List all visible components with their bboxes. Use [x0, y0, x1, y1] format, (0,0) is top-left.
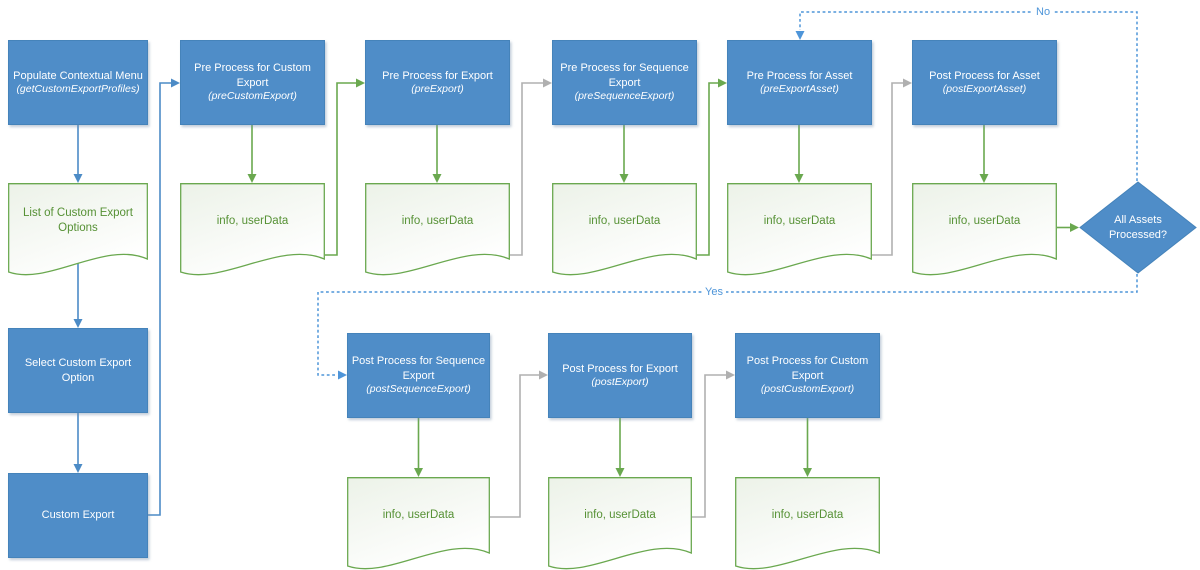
node-post-process-asset: Post Process for Asset (postExportAsset): [912, 40, 1057, 125]
dashed-connectors: [317, 11, 1138, 376]
node-title: Pre Process for Sequence Export: [560, 62, 689, 89]
document-shape: [347, 477, 490, 570]
node-function-name: (postCustomExport): [760, 382, 855, 395]
doc-label: info, userData: [401, 214, 474, 227]
doc-label: info, userData: [216, 214, 289, 227]
node-custom-export: Custom Export: [8, 473, 148, 558]
node-title: Populate Contextual Menu: [13, 69, 143, 82]
gray-arrowheads: [539, 78, 912, 380]
node-function-name: (postSequenceExport): [366, 382, 471, 395]
node-populate-contextual-menu: Populate Contextual Menu (getCustomExpor…: [8, 40, 148, 125]
document-shape: [727, 183, 872, 276]
doc-label: info, userData: [584, 508, 656, 521]
diamond-shape: [1079, 181, 1197, 274]
document-shape: [735, 477, 880, 570]
node-title: Pre Process for Custom Export: [194, 62, 311, 89]
node-function-name: (preExport): [411, 82, 464, 95]
node-pre-process-custom-export: Pre Process for Custom Export (preCustom…: [180, 40, 325, 125]
node-title: Post Process for Export: [562, 362, 678, 375]
node-title: Pre Process for Asset: [746, 69, 853, 82]
doc-label: info, userData: [588, 214, 661, 227]
doc-label: info, userData: [382, 508, 455, 521]
node-function-name: (preCustomExport): [208, 89, 297, 102]
doc-label: List of Custom Export Options: [23, 207, 133, 234]
doc-label: info, userData: [948, 214, 1021, 227]
doc-info-userdata: info, userData: [552, 183, 697, 278]
doc-info-userdata: info, userData: [912, 183, 1057, 278]
node-title: Custom Export: [41, 509, 115, 522]
document-shape: [912, 183, 1057, 276]
node-select-custom-export-option: Select Custom Export Option: [8, 328, 148, 413]
node-post-process-sequence-export: Post Process for Sequence Export (postSe…: [347, 333, 490, 418]
node-title: Post Process for Asset: [929, 69, 1040, 82]
document-shape: [8, 183, 148, 276]
node-title: Post Process for Sequence Export: [351, 355, 486, 382]
doc-label: info, userData: [771, 508, 844, 521]
node-function-name: (preSequenceExport): [574, 89, 675, 102]
node-function-name: (postExportAsset): [942, 82, 1027, 95]
doc-info-userdata: info, userData: [365, 183, 510, 278]
node-title: Pre Process for Export: [382, 69, 493, 82]
doc-info-userdata: info, userData: [735, 477, 880, 570]
doc-info-userdata: info, userData: [727, 183, 872, 278]
gray-connectors: [490, 82, 903, 518]
green-arrowheads: [247, 78, 1079, 477]
dashed-arrowheads: [338, 31, 805, 380]
node-all-assets-processed-decision: All Assets Processed?: [1079, 181, 1197, 274]
document-shape: [365, 183, 510, 276]
doc-list-of-custom-export-options: List of Custom Export Options: [8, 183, 148, 278]
node-function-name: (preExportAsset): [760, 82, 839, 95]
node-post-process-export: Post Process for Export (postExport): [548, 333, 692, 418]
doc-info-userdata: info, userData: [180, 183, 325, 278]
doc-info-userdata: info, userData: [548, 477, 692, 570]
node-pre-process-asset: Pre Process for Asset (preExportAsset): [727, 40, 872, 125]
document-shape: [548, 477, 692, 570]
node-pre-process-sequence-export: Pre Process for Sequence Export (preSequ…: [552, 40, 697, 125]
node-function-name: (getCustomExportProfiles): [16, 82, 140, 95]
blue-arrowheads: [73, 78, 180, 473]
green-connectors: [251, 82, 1070, 468]
doc-info-userdata: info, userData: [347, 477, 490, 570]
document-shape: [552, 183, 697, 276]
edge-label-yes: Yes: [702, 285, 726, 299]
doc-label: info, userData: [763, 214, 836, 227]
node-function-name: (postExport): [591, 375, 649, 388]
node-post-process-custom-export: Post Process for Custom Export (postCust…: [735, 333, 880, 418]
node-pre-process-export: Pre Process for Export (preExport): [365, 40, 510, 125]
edge-label-no: No: [1033, 5, 1054, 19]
blue-connectors: [77, 82, 171, 516]
document-shape: [180, 183, 325, 276]
node-title: Post Process for Custom Export: [746, 355, 869, 382]
node-title: All Assets Processed?: [1108, 214, 1168, 241]
node-title: Select Custom Export Option: [24, 357, 132, 384]
